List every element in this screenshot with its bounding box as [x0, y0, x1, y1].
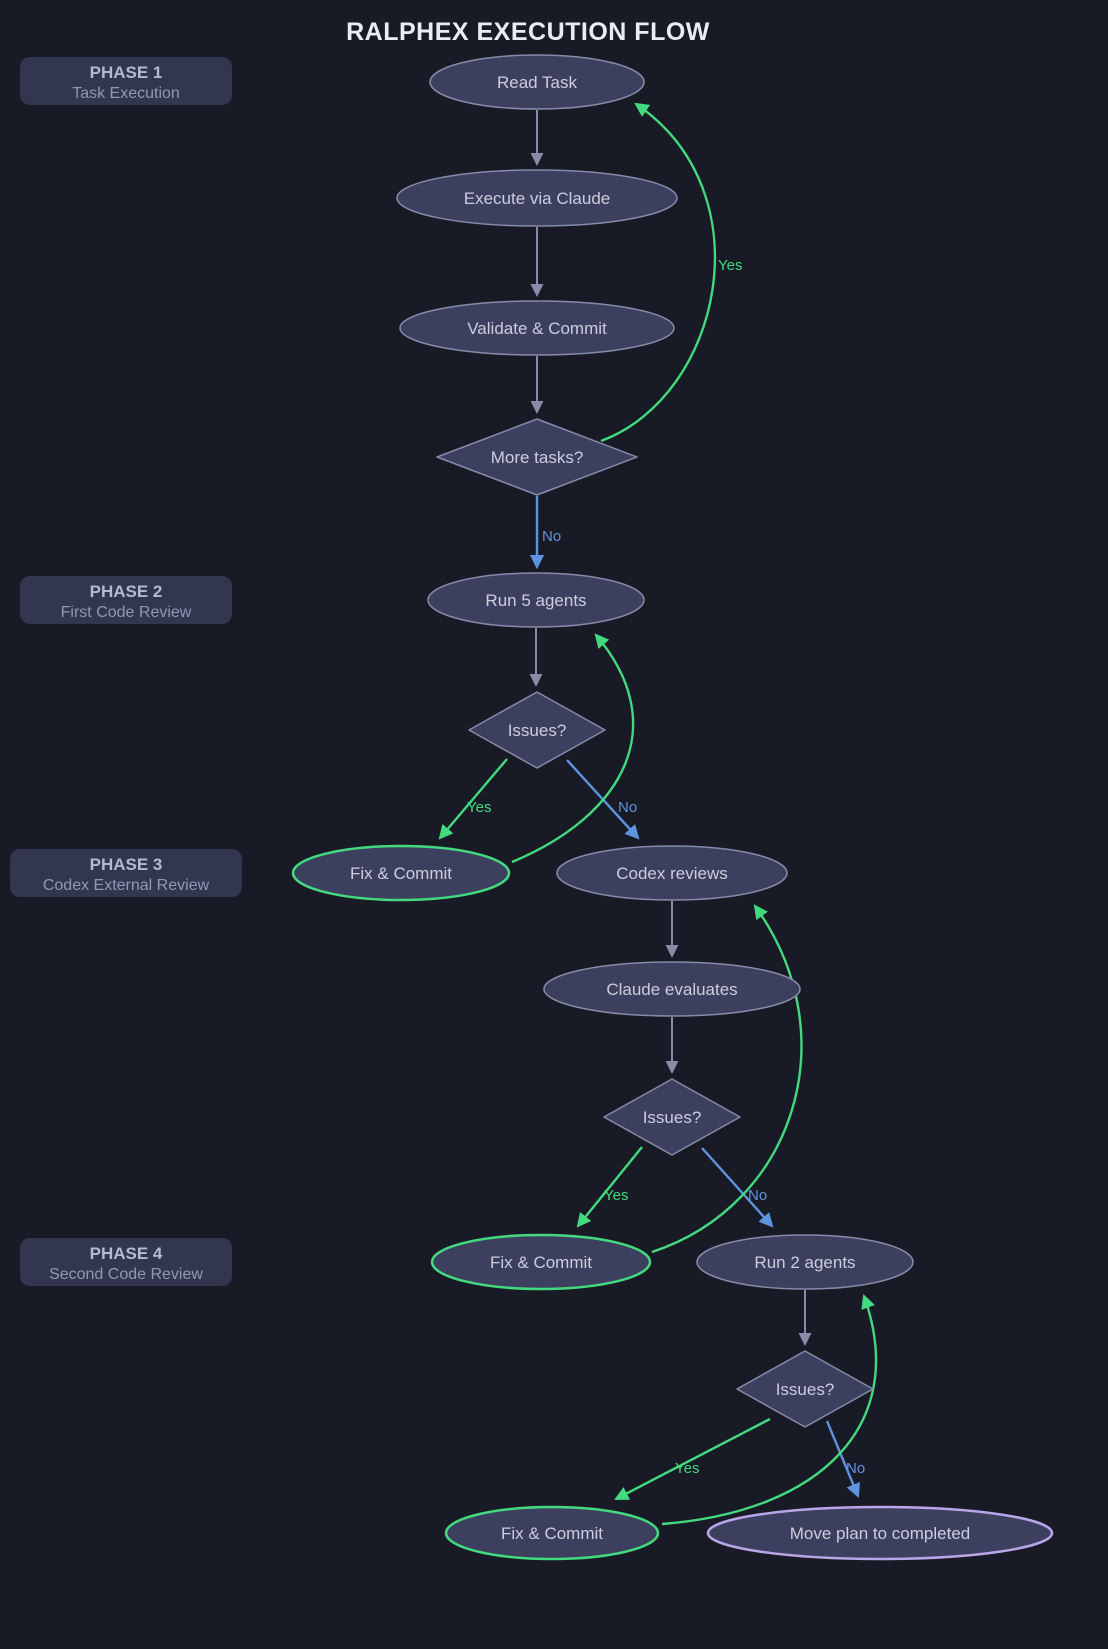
move-plan-completed-label: Move plan to completed	[790, 1524, 971, 1543]
fix-commit-3-shape	[444, 1505, 660, 1561]
edge-issues-3-yes-to-fix-commit-3	[614, 1417, 771, 1501]
phase-1-name: PHASE 1	[90, 63, 163, 82]
fix-commit-2-shape	[430, 1233, 652, 1291]
run-2-agents-label: Run 2 agents	[754, 1253, 855, 1272]
phase-1-subtitle: Task Execution	[72, 85, 180, 102]
codex-reviews-label: Codex reviews	[616, 864, 728, 883]
issues-2-shape	[603, 1078, 741, 1156]
execute-via-claude-label: Execute via Claude	[464, 189, 610, 208]
run-5-agents-label: Run 5 agents	[485, 591, 586, 610]
phase-4-name: PHASE 4	[90, 1244, 163, 1263]
edge-issues-3-no-to-move-plan	[825, 1420, 860, 1498]
edge-fix-commit-2-to-codex-reviews	[651, 904, 803, 1254]
fix-commit-1-shape	[291, 844, 511, 902]
phase-2-subtitle: First Code Review	[61, 604, 192, 621]
node-more-tasks: More tasks?	[436, 418, 638, 496]
edge-issues-2-yes-to-fix-commit-2	[576, 1146, 643, 1228]
edge-label-yes-issues-3: Yes	[675, 1460, 699, 1477]
phase-3-name: PHASE 3	[90, 855, 163, 874]
node-fix-commit-2: Fix & Commit	[430, 1233, 652, 1291]
edge-more-tasks-yes-to-read-task	[600, 102, 717, 443]
claude-evaluates-shape	[543, 961, 801, 1017]
phase-3-badge: PHASE 3 Codex External Review	[10, 849, 242, 897]
phase-3-subtitle: Codex External Review	[43, 877, 210, 894]
node-codex-reviews: Codex reviews	[556, 845, 788, 901]
phase-2-box	[20, 576, 232, 624]
node-run-5-agents: Run 5 agents	[427, 572, 645, 628]
phase-4-box	[20, 1238, 232, 1286]
phase-4-badge: PHASE 4 Second Code Review	[20, 1238, 232, 1286]
issues-2-label: Issues?	[643, 1108, 702, 1127]
run-5-agents-shape	[427, 572, 645, 628]
phase-2-name: PHASE 2	[90, 582, 163, 601]
issues-1-shape	[468, 691, 606, 769]
issues-1-label: Issues?	[508, 721, 567, 740]
run-2-agents-shape	[696, 1234, 914, 1290]
move-plan-completed-shape	[706, 1505, 1054, 1561]
read-task-label: Read Task	[497, 73, 578, 92]
more-tasks-label: More tasks?	[491, 448, 584, 467]
node-issues-2: Issues?	[603, 1078, 741, 1156]
phase-1-box	[20, 57, 232, 105]
node-fix-commit-1: Fix & Commit	[291, 844, 511, 902]
phase-3-box	[10, 849, 242, 897]
node-claude-evaluates: Claude evaluates	[543, 961, 801, 1017]
fix-commit-2-label: Fix & Commit	[490, 1253, 592, 1272]
edge-label-no-more-tasks: No	[542, 528, 561, 545]
node-fix-commit-3: Fix & Commit	[444, 1505, 660, 1561]
validate-commit-shape	[399, 300, 675, 356]
more-tasks-shape	[436, 418, 638, 496]
edge-fix-commit-1-to-run-5-agents	[511, 633, 635, 864]
phase-2-badge: PHASE 2 First Code Review	[20, 576, 232, 624]
fix-commit-3-label: Fix & Commit	[501, 1524, 603, 1543]
node-validate-commit: Validate & Commit	[399, 300, 675, 356]
codex-reviews-shape	[556, 845, 788, 901]
phase-4-subtitle: Second Code Review	[49, 1266, 203, 1283]
node-run-2-agents: Run 2 agents	[696, 1234, 914, 1290]
node-move-plan-completed: Move plan to completed	[706, 1505, 1054, 1561]
edge-issues-2-no-to-run-2-agents	[701, 1147, 774, 1228]
edge-label-no-issues-3: No	[846, 1460, 865, 1477]
issues-3-shape	[736, 1350, 874, 1428]
edge-label-no-issues-2: No	[748, 1187, 767, 1204]
edge-label-yes-issues-2: Yes	[604, 1187, 628, 1204]
edge-issues-1-yes-to-fix-commit-1	[438, 758, 508, 840]
node-issues-1: Issues?	[468, 691, 606, 769]
edge-fix-commit-3-to-run-2-agents	[661, 1293, 878, 1526]
issues-3-label: Issues?	[776, 1380, 835, 1399]
phase-1-badge: PHASE 1 Task Execution	[20, 57, 232, 105]
execute-via-claude-shape	[396, 169, 678, 227]
claude-evaluates-label: Claude evaluates	[606, 980, 737, 999]
diagram-title: RALPHEX EXECUTION FLOW	[346, 18, 710, 46]
read-task-shape	[429, 54, 645, 110]
fix-commit-1-label: Fix & Commit	[350, 864, 452, 883]
edge-label-yes-more-tasks: Yes	[718, 257, 742, 274]
validate-commit-label: Validate & Commit	[467, 319, 607, 338]
node-read-task: Read Task	[429, 54, 645, 110]
edge-label-yes-issues-1: Yes	[467, 799, 491, 816]
edge-label-no-issues-1: No	[618, 799, 637, 816]
node-execute-via-claude: Execute via Claude	[396, 169, 678, 227]
node-issues-3: Issues?	[736, 1350, 874, 1428]
